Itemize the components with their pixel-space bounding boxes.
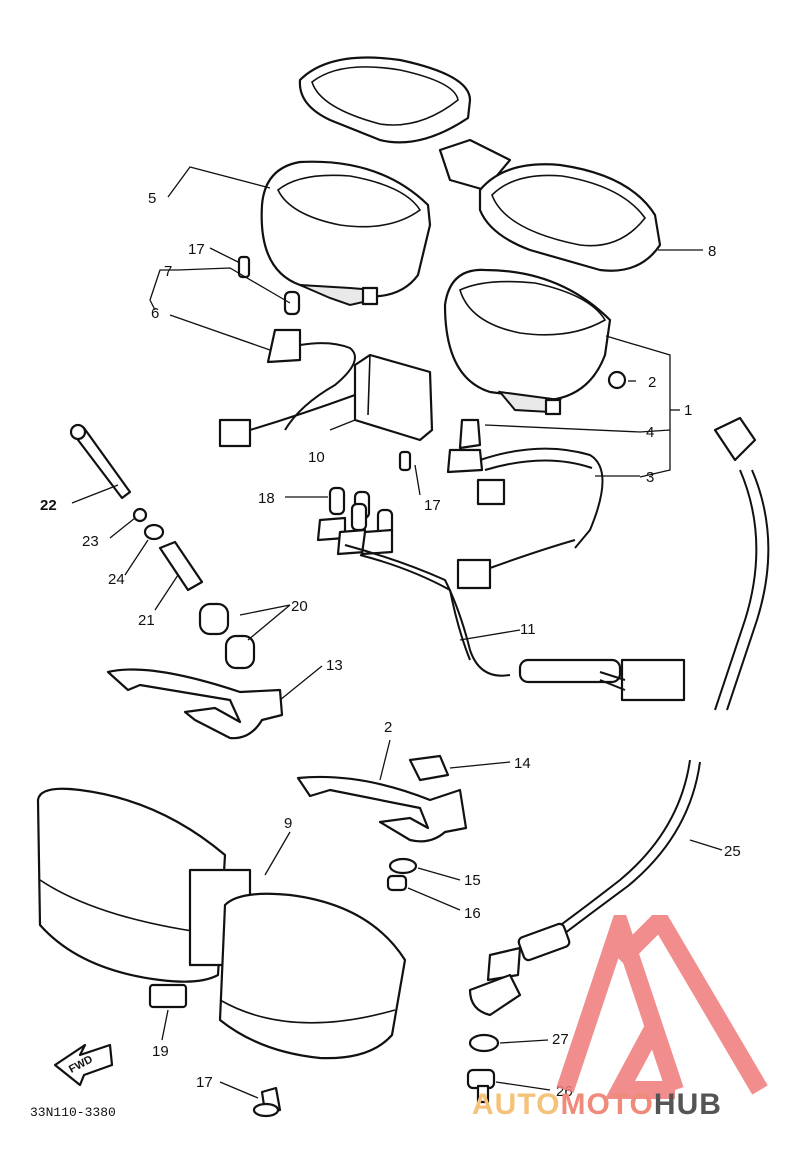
callout-3: 3	[646, 469, 654, 486]
callout-9: 9	[284, 815, 292, 832]
collar-21	[158, 540, 204, 592]
washer-27	[468, 1033, 500, 1053]
callout-14: 14	[514, 755, 531, 772]
socket-6	[266, 328, 356, 431]
bolt-26	[466, 1068, 496, 1104]
callout-17-top: 17	[188, 241, 205, 258]
callout-24: 24	[108, 571, 125, 588]
nut-23	[132, 507, 148, 523]
damper-19	[148, 983, 188, 1009]
watermark-logo-icon	[556, 915, 768, 1099]
callout-1: 1	[684, 402, 692, 419]
nut-16	[386, 874, 408, 892]
callout-25: 25	[724, 843, 741, 860]
cable-25	[468, 416, 770, 1017]
callout-17-bottom: 17	[196, 1074, 213, 1091]
watermark-text: AUTOMOTOHUB	[472, 1088, 798, 1128]
callout-13: 13	[326, 657, 343, 674]
screw-17a	[237, 255, 251, 279]
callout-6: 6	[151, 305, 159, 322]
callout-18: 18	[258, 490, 275, 507]
socket-4	[446, 418, 484, 474]
screw-17c	[252, 1086, 282, 1118]
washer-24	[143, 523, 165, 541]
bolt-22	[69, 423, 132, 500]
callout-19: 19	[152, 1043, 169, 1060]
callout-15: 15	[464, 872, 481, 889]
speedometer	[260, 160, 432, 307]
watermark-hub: HUB	[653, 1088, 722, 1121]
watermark-auto: AUTO	[472, 1088, 561, 1121]
washer-15	[388, 857, 418, 875]
part-code: 33N110-3380	[30, 1105, 116, 1120]
callout-7: 7	[164, 263, 172, 280]
callout-23: 23	[82, 533, 99, 550]
callout-20: 20	[291, 598, 308, 615]
leader-lines	[71, 166, 723, 1099]
callout-10: 10	[308, 449, 325, 466]
dampers-20	[198, 602, 256, 670]
rubber-14	[408, 754, 450, 782]
callout-17-mid: 17	[424, 497, 441, 514]
callout-5: 5	[148, 190, 156, 207]
bracket-2-lower	[296, 775, 468, 843]
bulb-7	[283, 290, 301, 316]
callout-21: 21	[138, 612, 155, 629]
watermark-moto: MOTO	[560, 1088, 654, 1121]
bolt-2-upper	[607, 370, 627, 390]
callout-11: 11	[520, 621, 536, 638]
tachometer	[443, 268, 612, 416]
callout-8: 8	[708, 243, 716, 260]
screw-17b	[398, 450, 412, 472]
callout-2-lower: 2	[384, 719, 392, 736]
wire-harness-11	[344, 544, 686, 702]
bulbs-18	[316, 486, 394, 556]
callout-4: 4	[646, 424, 654, 441]
callout-27: 27	[552, 1031, 569, 1048]
meter-cover-upper	[298, 56, 662, 272]
callout-2-upper: 2	[648, 374, 656, 391]
bracket-13	[106, 668, 284, 740]
fwd-arrow-icon	[53, 1043, 114, 1087]
meter-case-lower	[36, 787, 407, 1060]
callout-16: 16	[464, 905, 481, 922]
indicator-box-10	[218, 353, 434, 448]
callout-22: 22	[40, 497, 57, 514]
harness-3	[456, 447, 604, 590]
